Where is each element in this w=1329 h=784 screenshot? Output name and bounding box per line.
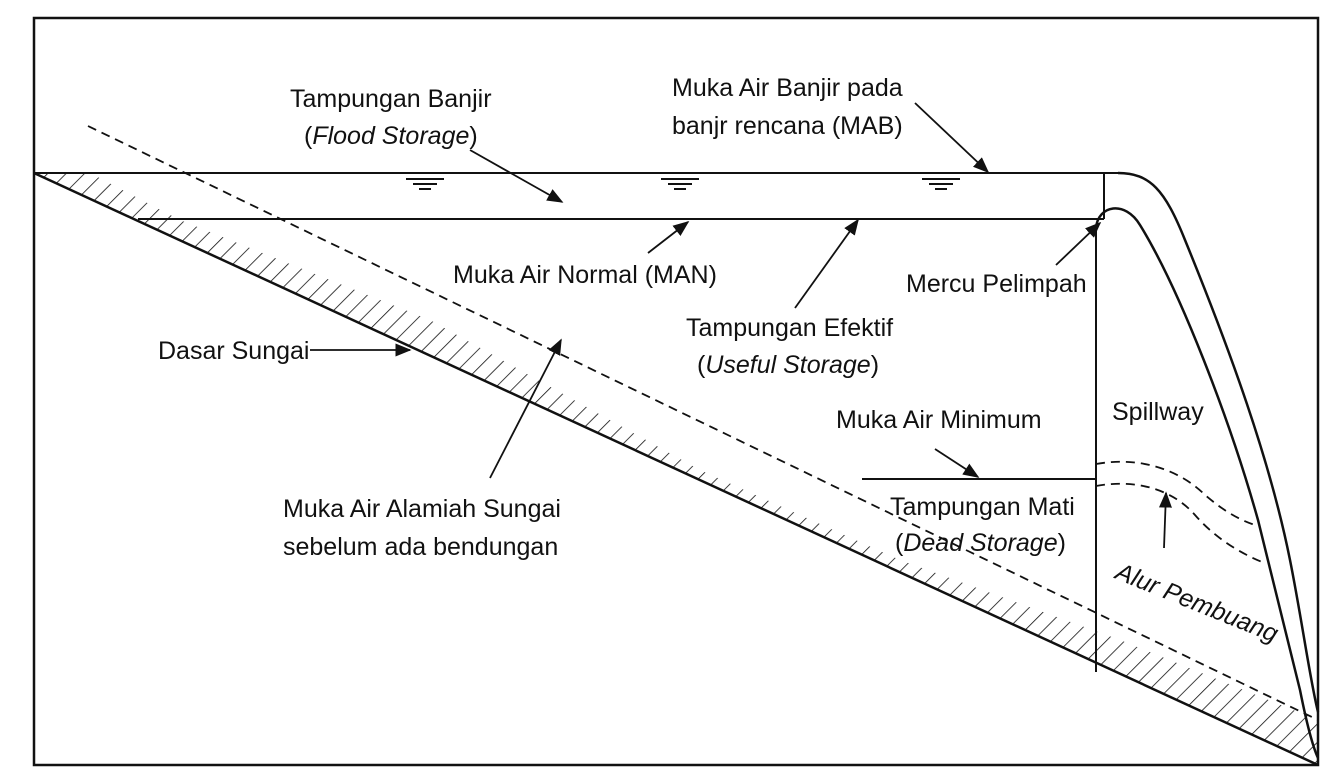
diagram-frame: [32, 16, 1320, 767]
label-flood-storage-line2: (Flood Storage): [304, 122, 478, 150]
label-mab-line2: banjr rencana (MAB): [672, 112, 903, 140]
label-mab-line1: Muka Air Banjir pada: [672, 74, 903, 102]
arrow-mab: [914, 102, 990, 174]
label-flood-storage-line1: Tampungan Banjir: [290, 85, 492, 113]
label-useful-storage-line2: (Useful Storage): [697, 351, 879, 379]
spillway-inner-profile: [1094, 207, 1320, 759]
label-mercu-pelimpah: Mercu Pelimpah: [906, 270, 1087, 298]
label-alur-pembuang: Alur Pembuang: [1110, 557, 1282, 648]
label-dead-storage-line2: (Dead Storage): [895, 529, 1066, 557]
label-spillway: Spillway: [1112, 398, 1204, 426]
arrow-flood-storage: [469, 149, 564, 203]
arrow-mercu: [1055, 221, 1102, 266]
arrow-alur: [1158, 491, 1172, 549]
alur-pembuang-dashed-lower: [1095, 482, 1263, 563]
arrow-mam: [934, 448, 980, 478]
alur-pembuang-dashed-upper: [1095, 460, 1256, 526]
arrow-useful-storage: [794, 218, 859, 309]
spillway-outer-profile: [1117, 171, 1320, 713]
label-natural-water-line2: sebelum ada bendungan: [283, 533, 558, 561]
water-surface-symbols: [406, 178, 960, 190]
label-natural-water-line1: Muka Air Alamiah Sungai: [283, 495, 561, 523]
arrow-natural-water: [489, 338, 562, 479]
arrow-man: [647, 221, 690, 254]
river-bed-line: [33, 171, 1319, 767]
natural-water-level-dashed: [87, 125, 1319, 721]
label-dasar-sungai: Dasar Sungai: [158, 337, 309, 365]
label-useful-storage-line1: Tampungan Efektif: [686, 314, 893, 342]
label-man: Muka Air Normal (MAN): [453, 261, 717, 289]
label-muka-air-minimum: Muka Air Minimum: [836, 406, 1042, 434]
label-dead-storage-line1: Tampungan Mati: [890, 493, 1075, 521]
